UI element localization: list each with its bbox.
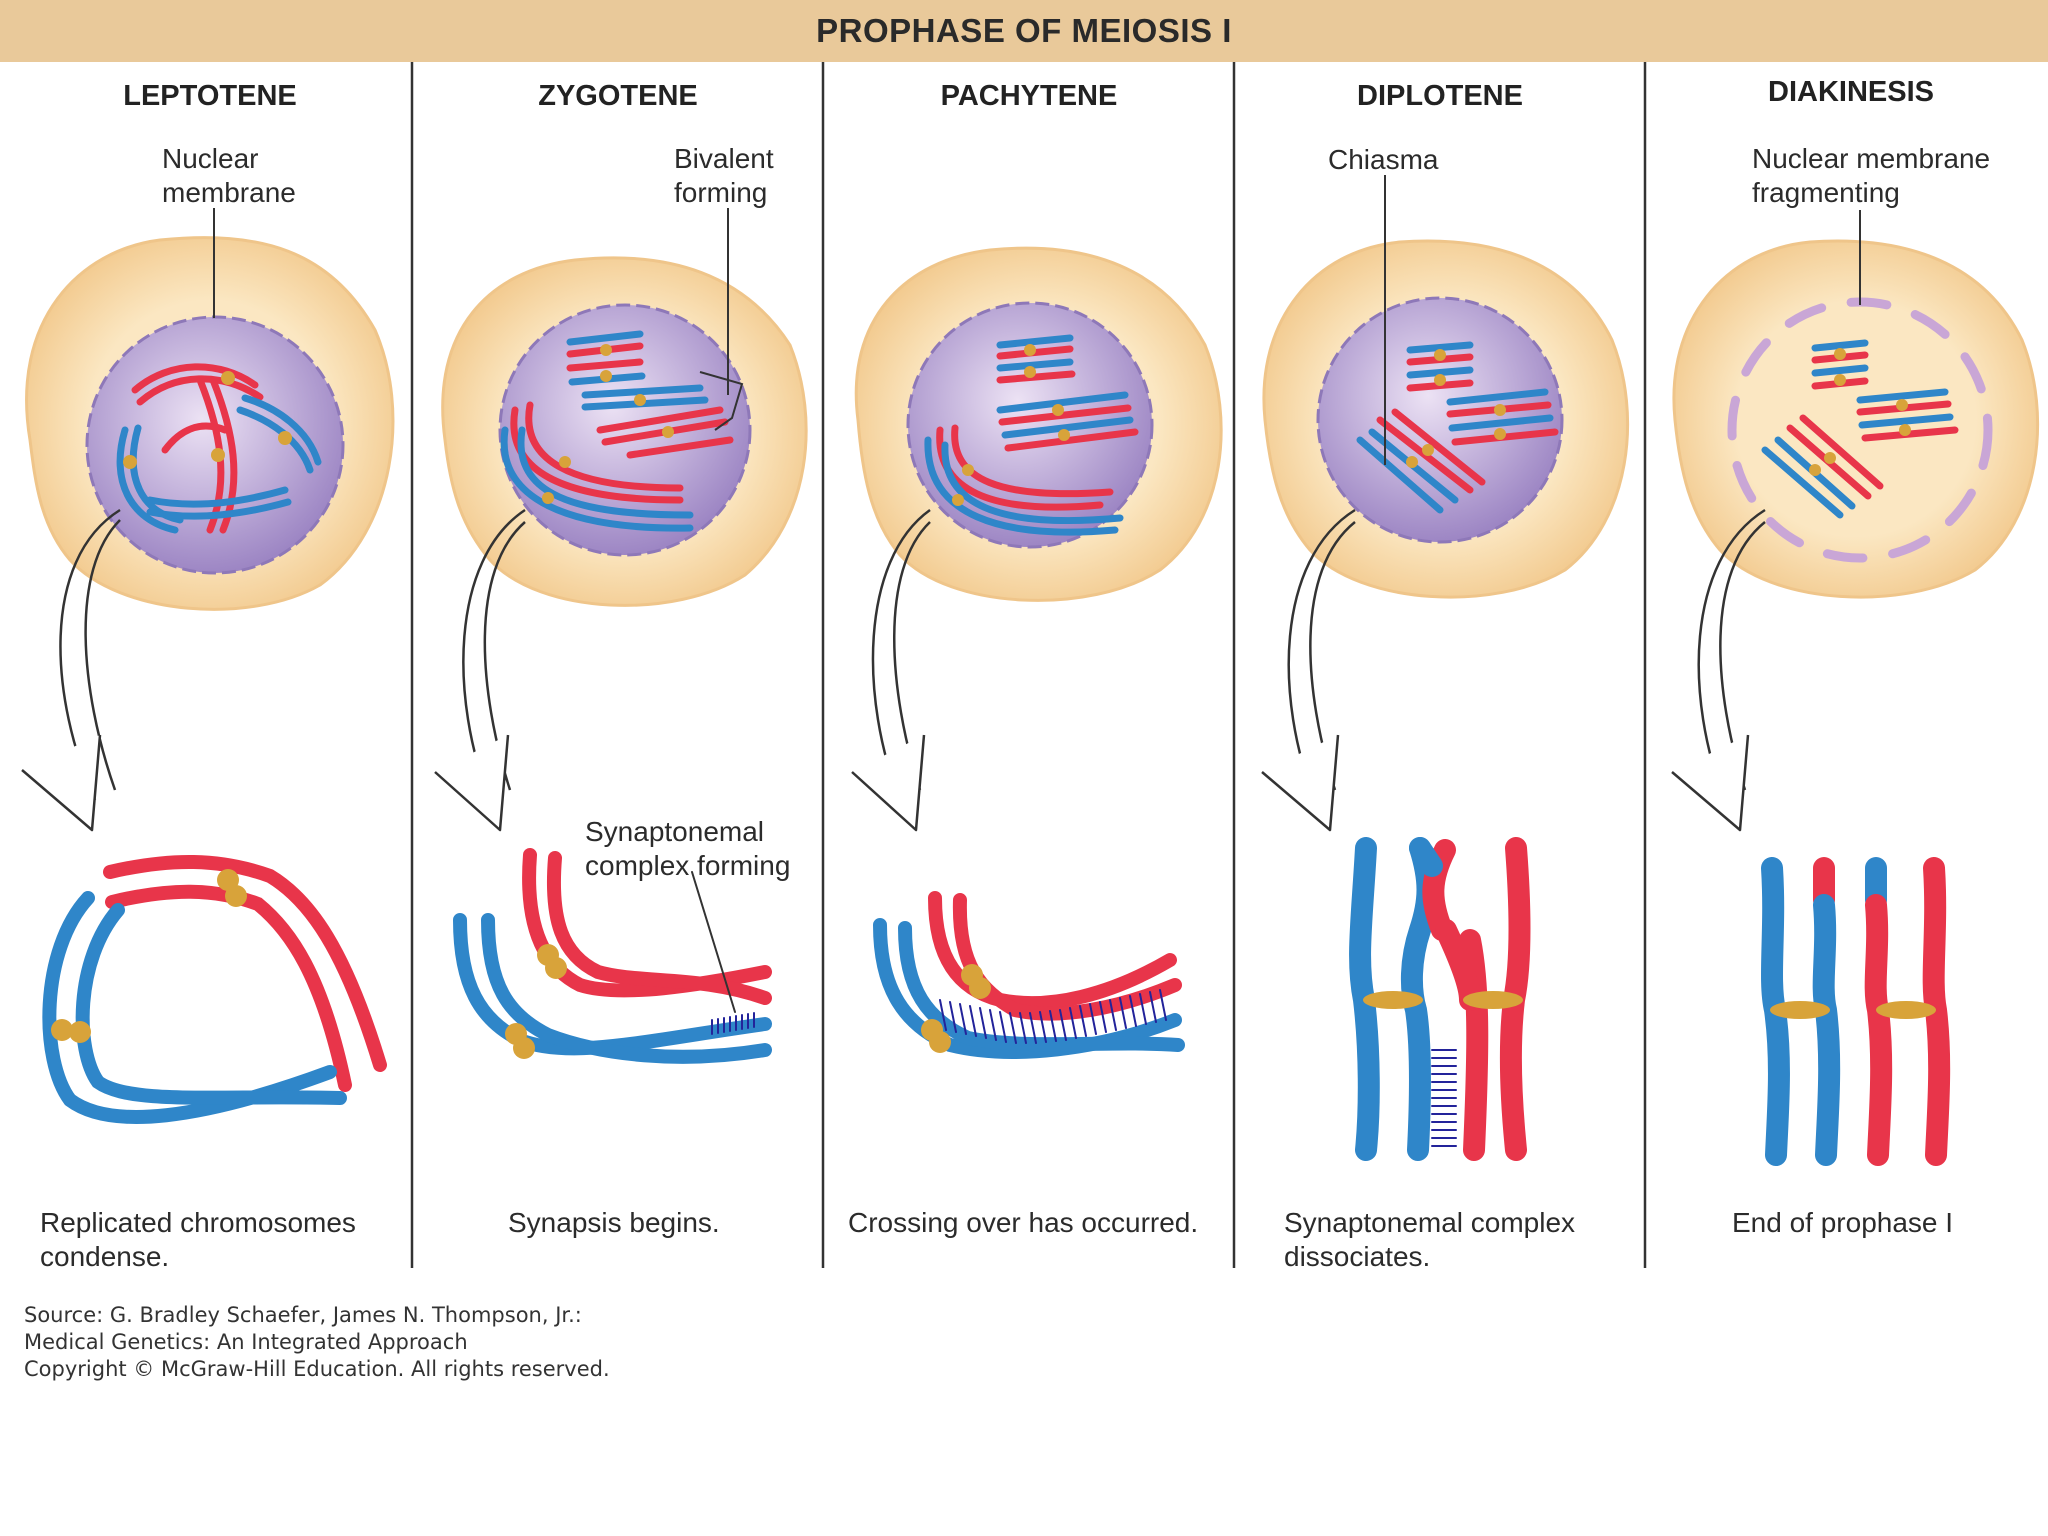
- caption-pachytene: Crossing over has occurred.: [848, 1207, 1199, 1238]
- label-nuclear-membrane: Nuclear membrane: [162, 143, 296, 208]
- source-line-3: Copyright © McGraw-Hill Education. All r…: [24, 1357, 610, 1381]
- diakinesis-chromosomes-detail: [1761, 857, 1951, 1166]
- caption-leptotene: Replicated chromosomes condense.: [40, 1207, 356, 1272]
- source-citation: Source: G. Bradley Schaefer, James N. Th…: [24, 1302, 610, 1383]
- title-banner: PROPHASE OF MEIOSIS I: [0, 0, 2048, 62]
- label-chiasma: Chiasma: [1328, 144, 1439, 175]
- leptotene-chromosomes-detail: [42, 854, 387, 1124]
- pachytene-chromosomes-detail: [873, 891, 1185, 1059]
- diplotene-chromosomes-detail: [1349, 837, 1531, 1161]
- stage-title-diakinesis: DIAKINESIS: [1768, 76, 1934, 108]
- zygotene-chromosomes-detail: [453, 848, 772, 1064]
- label-synaptonemal-complex-forming: Synaptonemal complex forming: [585, 816, 791, 881]
- stage-title-pachytene: PACHYTENE: [940, 80, 1118, 112]
- zygotene-cell: [434, 208, 808, 832]
- diplotene-cell: [1261, 175, 1630, 832]
- source-line-2: Medical Genetics: An Integrated Approach: [24, 1330, 468, 1354]
- caption-diakinesis: End of prophase I: [1732, 1207, 1954, 1238]
- stage-title-leptotene: LEPTOTENE: [123, 80, 297, 112]
- pachytene-cell: [851, 246, 1223, 832]
- stage-title-diplotene: DIPLOTENE: [1357, 80, 1523, 112]
- label-nuclear-membrane-fragmenting: Nuclear membrane fragmenting: [1752, 143, 1991, 208]
- column-dividers: [410, 62, 1647, 1268]
- source-line-1: Source: G. Bradley Schaefer, James N. Th…: [24, 1303, 582, 1327]
- stage-title-zygotene: ZYGOTENE: [538, 80, 698, 112]
- diakinesis-cell: [1671, 210, 2040, 832]
- leptotene-cell: [21, 208, 395, 832]
- figure-title: PROPHASE OF MEIOSIS I: [816, 12, 1232, 49]
- caption-zygotene: Synapsis begins.: [508, 1207, 720, 1238]
- label-bivalent-forming: Bivalent forming: [674, 143, 774, 208]
- caption-diplotene: Synaptonemal complex dissociates.: [1284, 1207, 1576, 1272]
